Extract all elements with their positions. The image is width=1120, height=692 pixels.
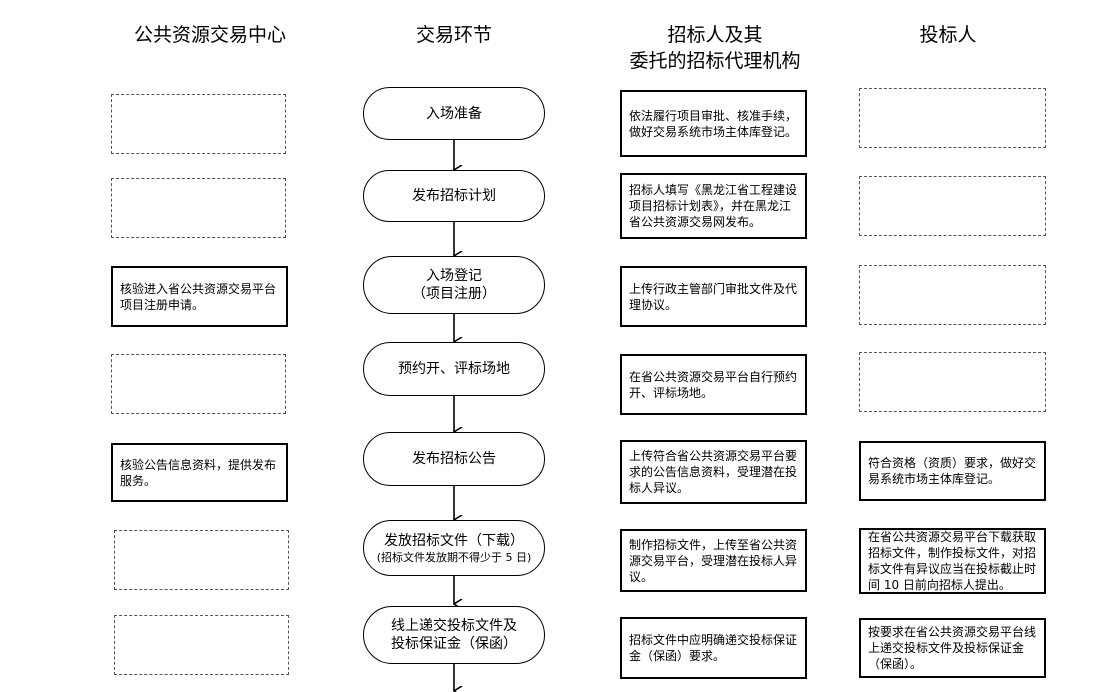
center-box-empty bbox=[111, 354, 286, 414]
center-box: 核验公告信息资料，提供发布服务。 bbox=[111, 443, 288, 502]
stage-entry-preparation: 入场准备 bbox=[363, 87, 545, 140]
tenderer-text: 招标人填写《黑龙江省工程建设项目招标计划表》，并在黑龙江省公共资源交易网发布。 bbox=[629, 183, 798, 229]
center-box: 核验进入省公共资源交易平台项目注册申请。 bbox=[111, 266, 288, 327]
stage-sub-label: （项目注册） bbox=[412, 286, 496, 302]
tenderer-text: 在省公共资源交易平台自行预约开、评标场地。 bbox=[629, 369, 798, 400]
center-box-empty bbox=[111, 94, 286, 154]
bidder-text: 在省公共资源交易平台下载获取招标文件，制作投标文件，对招标文件有异议应当在投标截… bbox=[868, 530, 1037, 592]
tenderer-text: 上传行政主管部门审批文件及代理协议。 bbox=[629, 281, 798, 312]
bidder-text: 符合资格（资质）要求，做好交易系统市场主体库登记。 bbox=[868, 456, 1037, 486]
tenderer-text: 招标文件中应明确递交投标保证金（保函）要求。 bbox=[629, 633, 798, 663]
tenderer-box: 招标文件中应明确递交投标保证金（保函）要求。 bbox=[620, 617, 807, 679]
header-tenderer: 招标人及其 委托的招标代理机构 bbox=[600, 22, 830, 74]
bidder-text: 按要求在省公共资源交易平台线上递交投标文件及投标保证金（保函）。 bbox=[868, 625, 1037, 671]
tenderer-box: 上传符合省公共资源交易平台要求的公告信息资料，受理潜在投标人异议。 bbox=[620, 440, 807, 504]
bidder-box-empty bbox=[859, 176, 1046, 236]
center-box-empty bbox=[114, 615, 289, 675]
tenderer-box: 上传行政主管部门审批文件及代理协议。 bbox=[620, 266, 807, 327]
header-tenderer-line1: 招标人及其 bbox=[667, 24, 763, 46]
stage-issue-documents: 发放招标文件（下载） (招标文件发放期不得少于 5 日) bbox=[363, 520, 545, 576]
stage-book-venue: 预约开、评标场地 bbox=[363, 342, 545, 396]
stage-publish-notice: 发布招标公告 bbox=[363, 432, 545, 486]
stage-label: 线上递交投标文件及投标保证金（保函） bbox=[391, 618, 517, 652]
tenderer-box: 制作招标文件，上传至省公共资源交易平台，受理潜在投标人异议。 bbox=[620, 529, 807, 592]
stage-submit-bid-online: 线上递交投标文件及投标保证金（保函） bbox=[363, 606, 545, 664]
stage-label: 发放招标文件（下载） bbox=[384, 532, 524, 549]
center-text: 核验进入省公共资源交易平台项目注册申请。 bbox=[120, 281, 277, 312]
header-trading-center: 公共资源交易中心 bbox=[133, 24, 286, 46]
tenderer-box: 在省公共资源交易平台自行预约开、评标场地。 bbox=[620, 354, 807, 415]
stage-label: 预约开、评标场地 bbox=[398, 361, 510, 377]
bidder-box-empty bbox=[859, 265, 1046, 325]
bidder-box-empty bbox=[859, 352, 1046, 412]
tenderer-box: 依法履行项目审批、核准手续，做好交易系统市场主体库登记。 bbox=[620, 90, 807, 157]
center-text: 核验公告信息资料，提供发布服务。 bbox=[120, 457, 277, 488]
stage-label: 入场登记 bbox=[426, 268, 482, 284]
bidder-box-empty bbox=[859, 88, 1046, 148]
header-tenderer-line2: 委托的招标代理机构 bbox=[629, 50, 801, 72]
bidder-box: 符合资格（资质）要求，做好交易系统市场主体库登记。 bbox=[859, 441, 1046, 501]
tenderer-text: 依法履行项目审批、核准手续，做好交易系统市场主体库登记。 bbox=[629, 108, 798, 139]
stage-label: 入场准备 bbox=[426, 105, 482, 122]
bidder-box: 按要求在省公共资源交易平台线上递交投标文件及投标保证金（保函）。 bbox=[859, 618, 1046, 678]
stage-label: 发布招标计划 bbox=[412, 188, 496, 204]
stage-publish-plan: 发布招标计划 bbox=[363, 170, 545, 222]
bidder-box: 在省公共资源交易平台下载获取招标文件，制作投标文件，对招标文件有异议应当在投标截… bbox=[859, 528, 1046, 594]
stage-registration: 入场登记 （项目注册） bbox=[363, 256, 545, 314]
header-bidder: 投标人 bbox=[919, 24, 977, 46]
center-box-empty bbox=[114, 530, 289, 590]
stage-sub-label: (招标文件发放期不得少于 5 日) bbox=[376, 550, 532, 564]
stage-label: 发布招标公告 bbox=[412, 451, 496, 467]
tenderer-box: 招标人填写《黑龙江省工程建设项目招标计划表》，并在黑龙江省公共资源交易网发布。 bbox=[620, 173, 807, 239]
tenderer-text: 上传符合省公共资源交易平台要求的公告信息资料，受理潜在投标人异议。 bbox=[629, 449, 798, 495]
center-box-empty bbox=[111, 178, 286, 238]
tenderer-text: 制作招标文件，上传至省公共资源交易平台，受理潜在投标人异议。 bbox=[629, 537, 798, 584]
header-trading-stage: 交易环节 bbox=[415, 24, 492, 46]
